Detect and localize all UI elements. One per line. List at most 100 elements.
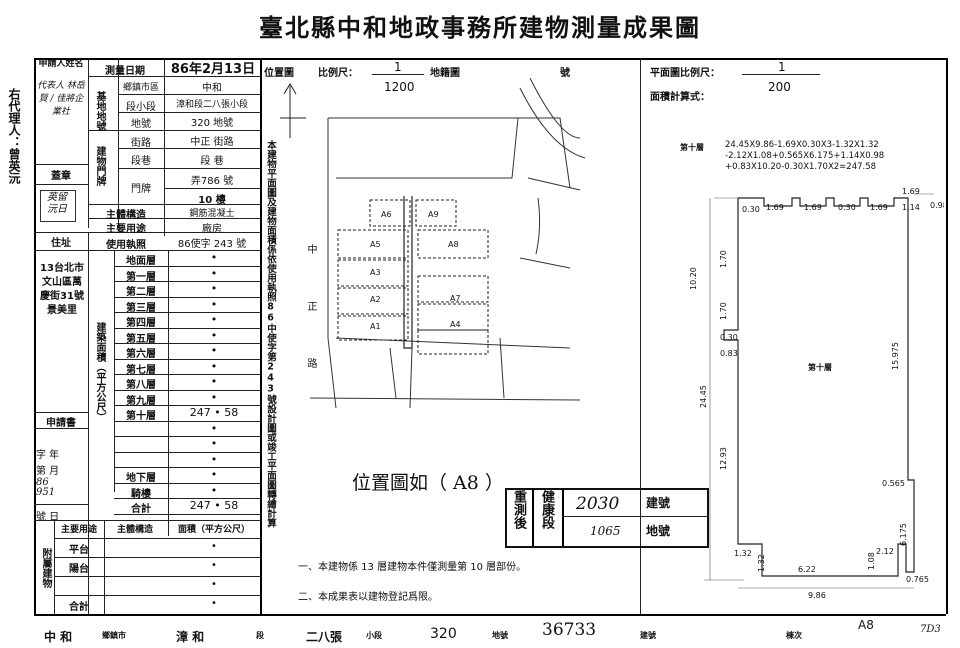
- floor-row-line: [114, 482, 260, 484]
- svg-text:12.93: 12.93: [719, 447, 728, 470]
- annex-header-1: 主體構造: [116, 525, 153, 535]
- door-label: 建物門牌: [94, 146, 105, 186]
- svg-text:24.45: 24.45: [699, 385, 708, 408]
- annex-row-line: [54, 557, 260, 558]
- unit-A9: A9: [428, 210, 439, 219]
- svg-text:0.565: 0.565: [882, 479, 905, 488]
- area-label: 建築面積（平方公尺）: [94, 322, 105, 422]
- structure-value: 鋼筋混凝土: [189, 209, 235, 219]
- floor-row-value: •: [210, 328, 218, 342]
- floor-row-value: •: [210, 437, 218, 450]
- floor-row-line: [114, 374, 260, 375]
- floor-row-label: 第五層: [126, 333, 156, 345]
- svg-text:6.175: 6.175: [899, 523, 908, 546]
- resurvey-label-1: 重測後: [511, 490, 526, 529]
- annex-row-line: [54, 595, 260, 596]
- resurvey-label-2: 健康段: [539, 490, 554, 529]
- door-row-value-3: 10 樓: [198, 195, 226, 206]
- annex-label: 附屬建物: [40, 548, 51, 588]
- use-value: 廠房: [202, 224, 222, 235]
- base-row-label-0: 鄉鎮市區: [122, 83, 159, 93]
- base-row-value-2: 320 地號: [190, 118, 234, 129]
- annex-header-2: 面積（平方公尺）: [177, 525, 250, 535]
- svg-text:1.69: 1.69: [766, 203, 784, 212]
- floor-row-line: [114, 296, 260, 298]
- svg-text:0.30: 0.30: [742, 205, 760, 214]
- footer-subsection-suffix: 小段: [366, 631, 382, 640]
- annex-row-value: •: [211, 560, 217, 571]
- door-row-value-1: 段 巷: [200, 156, 224, 167]
- floor-row-label: 第三層: [126, 302, 156, 314]
- address-col-label: 住址: [51, 238, 71, 249]
- permit-value: 86使字 243 號: [177, 239, 247, 250]
- annex-row-line: [54, 576, 260, 577]
- floor-row-label: 第一層: [126, 271, 156, 283]
- annex-row-label: 陽台: [69, 564, 89, 575]
- floor-row-value: •: [210, 251, 218, 264]
- floor-row-value: 247 • 58: [189, 499, 239, 512]
- svg-text:第十層: 第十層: [808, 362, 832, 372]
- floor-row-line: [114, 513, 260, 515]
- svg-text:1.08: 1.08: [867, 552, 876, 570]
- door-row-value-2: 弄786 號: [190, 176, 234, 187]
- note-1: 一、本建物係 13 層建物本件僅測量第 10 層部份。: [298, 562, 527, 573]
- unit-A1: A1: [370, 322, 381, 331]
- unit-A7: A7: [450, 294, 461, 303]
- floor-row-line: [114, 420, 260, 422]
- plan-scale-label: 平面圖比例尺：: [650, 68, 720, 79]
- floor-row-line: [114, 436, 260, 437]
- location-header: 位置圖: [264, 68, 294, 79]
- floor-row-value: •: [210, 421, 218, 435]
- unit-A2: A2: [370, 295, 381, 304]
- application-row-2: 號 日: [36, 512, 60, 523]
- svg-text:0.765: 0.765: [906, 575, 929, 584]
- survey-date-label: 測量日期: [105, 66, 145, 77]
- footer-town: 中 和: [44, 630, 73, 644]
- floor-row-line: [114, 281, 260, 282]
- floor-row-value: •: [210, 483, 218, 497]
- floor-row-value: •: [210, 313, 218, 326]
- floor-row-line: [114, 451, 260, 453]
- floor-row-label: 合計: [131, 504, 151, 515]
- footer-lot: 320: [430, 626, 457, 642]
- page-title: 臺北縣中和地政事務所建物測量成果圖: [259, 13, 701, 42]
- svg-text:15.975: 15.975: [891, 342, 900, 370]
- floor-row-label: 第六層: [126, 349, 156, 360]
- annex-row-label: 平台: [69, 545, 89, 556]
- use-label: 主要用途: [106, 224, 146, 235]
- annex-row-line: [54, 538, 260, 539]
- footer-section: 漳 和: [176, 630, 205, 644]
- permit-label: 使用執照: [106, 240, 146, 251]
- floor-row-line: [114, 498, 260, 499]
- floor-row-line: [114, 343, 260, 344]
- floor-row-label: 第九層: [126, 395, 156, 407]
- application-hand: 86 951: [36, 477, 56, 498]
- floor-row-value: •: [210, 297, 218, 311]
- formula-floor: 第十層: [680, 143, 704, 152]
- annex-header-0: 主要用途: [60, 525, 97, 535]
- door-row-label-0: 街路: [131, 138, 151, 149]
- floor-row-value: •: [210, 282, 218, 295]
- footer-unit-label: 棟次: [786, 631, 802, 640]
- annex-row-value: •: [211, 598, 217, 609]
- svg-text:1.70: 1.70: [719, 302, 728, 320]
- formula-label: 面積計算式：: [650, 92, 710, 103]
- resurvey-number-2: 1065: [590, 524, 621, 538]
- location-caption: 位置圖如（ A8 ）: [352, 472, 504, 494]
- formula-text: 24.45X9.86-1.69X0.30X3-1.32X1.32 -2.12X1…: [725, 140, 885, 172]
- applicant-value: 代表人 林岳賢 / 佳將企業社: [37, 81, 85, 117]
- street-label: 中 正 路: [305, 244, 316, 386]
- structure-label: 主體構造: [106, 210, 146, 221]
- annex-row-label: 合計: [69, 602, 89, 613]
- footer-bldg-no: 36733: [542, 620, 597, 640]
- footer-lot-suffix: 地號: [492, 631, 508, 640]
- door-row-value-0: 中正 街路: [190, 137, 234, 148]
- floor-row-label: 第七層: [126, 364, 156, 376]
- location-side-text: 本建物平面圖及建物面積係依使用執照86中使字第243號設計圖或竣工平面圖轉繪計算: [265, 140, 276, 528]
- footer-subsection: 二八張: [306, 630, 343, 644]
- floor-row-line: [114, 327, 260, 329]
- svg-text:9.86: 9.86: [808, 591, 826, 600]
- survey-date-value: 86年2月13日: [170, 62, 256, 77]
- application-label: 申請書: [46, 418, 76, 429]
- unit-A4: A4: [450, 320, 461, 329]
